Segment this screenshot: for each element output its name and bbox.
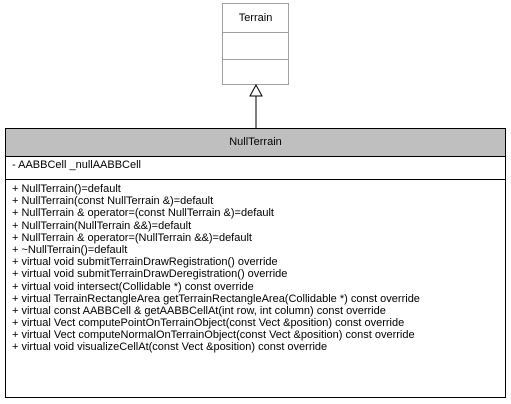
operation-item: + virtual const AABBCell & getAABBCellAt… xyxy=(12,304,386,317)
class-name: NullTerrain xyxy=(6,129,505,156)
operation-item: + virtual void visualizeCellAt(const Vec… xyxy=(12,341,328,354)
class-box-nullterrain[interactable]: NullTerrain - AABBCell _nullAABBCell + N… xyxy=(5,128,506,398)
operation-item: + NullTerrain & operator=(const NullTerr… xyxy=(12,207,274,220)
parent-class-attributes xyxy=(223,32,288,59)
attribute-item: - AABBCell _nullAABBCell xyxy=(12,159,142,171)
operation-item: + virtual void submitTerrainDrawRegistra… xyxy=(12,256,278,269)
operation-item: + virtual void submitTerrainDrawDeregist… xyxy=(12,268,288,281)
operation-item: + NullTerrain()=default xyxy=(12,183,121,195)
operation-item: + virtual TerrainRectangleArea getTerrai… xyxy=(12,292,420,305)
operation-item: + virtual Vect computePointOnTerrainObje… xyxy=(12,317,405,330)
parent-class-box-terrain[interactable]: Terrain xyxy=(222,3,289,85)
class-operations: + NullTerrain()=default + NullTerrain(co… xyxy=(6,179,505,354)
operation-item: + NullTerrain(NullTerrain &&)=default xyxy=(12,219,192,232)
operation-item: + ~NullTerrain()=default xyxy=(12,243,128,256)
parent-class-name: Terrain xyxy=(238,12,273,24)
inheritance-arrowhead-icon xyxy=(249,83,263,97)
operation-item: + virtual Vect computeNormalOnTerrainObj… xyxy=(12,329,415,342)
operation-item: + virtual void intersect(Collidable *) c… xyxy=(12,280,254,293)
parent-class-operations xyxy=(223,59,288,84)
class-attributes: - AABBCell _nullAABBCell xyxy=(6,156,505,179)
operation-item: + NullTerrain & operator=(NullTerrain &&… xyxy=(12,231,252,244)
operation-item: + NullTerrain(const NullTerrain &)=defau… xyxy=(12,195,214,208)
